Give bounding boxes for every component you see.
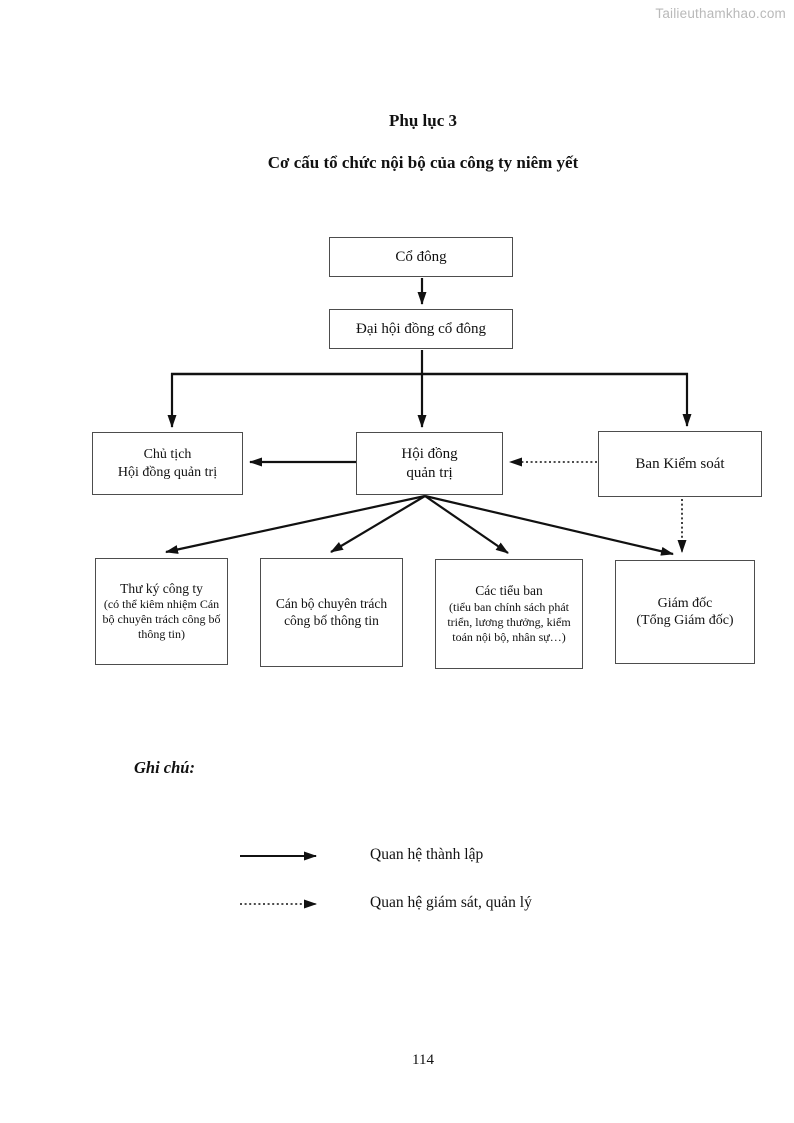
org-node-shareholders: Cổ đông — [329, 237, 513, 277]
org-node-sublabel: (Tổng Giám đốc) — [636, 613, 734, 628]
legend-item-dotted-label: Quan hệ giám sát, quản lý — [370, 894, 532, 911]
arrow-hoidong-to-cactieuban — [424, 495, 509, 554]
org-node-label-line2: Hội đồng quản trị — [117, 464, 218, 480]
org-node-sublabel: (tiểu ban chính sách phát triển, lương t… — [447, 599, 571, 644]
appendix-title: Phụ lục 3 — [388, 111, 458, 130]
org-node-board-of-directors: Hội đồng quản trị — [356, 432, 503, 495]
org-node-supervisory-board: Ban Kiểm soát — [598, 431, 762, 497]
org-node-director-general: Giám đốc (Tổng Giám đốc) — [615, 560, 755, 664]
org-node-label: Đại hội đồng cổ đông — [356, 320, 486, 337]
org-node-label: Hội đồng — [401, 445, 458, 462]
page-title: Cơ cấu tổ chức nội bộ của công ty niêm y… — [267, 153, 579, 172]
org-node-label: Chủ tịch — [143, 447, 192, 462]
arrow-hoidong-to-canbo — [330, 495, 426, 553]
legend-heading: Ghi chú: — [134, 758, 195, 777]
org-node-disclosure-officer: Cán bộ chuyên trách công bố thông tin — [260, 558, 403, 667]
arrow-hoidong-to-giamdoc — [424, 494, 674, 556]
org-node-label: Ban Kiểm soát — [635, 455, 725, 472]
org-node-company-secretary: Thư ký công ty (có thể kiêm nhiệm Cán bộ… — [95, 558, 228, 665]
org-node-general-meeting: Đại hội đồng cổ đông — [329, 309, 513, 349]
arrow-hoidong-to-thuky — [165, 494, 426, 554]
org-node-sublabel: (có thể kiêm nhiệm Cán bộ chuyên trách c… — [102, 597, 221, 642]
org-node-label: Cổ đông — [395, 248, 447, 265]
org-node-bod-chairman: Chủ tịch Hội đồng quản trị — [92, 432, 243, 495]
page-number: 114 — [412, 1052, 434, 1068]
org-node-label: Cán bộ chuyên trách công bố thông tin — [275, 595, 388, 628]
legend-item-solid-label: Quan hệ thành lập — [370, 846, 484, 863]
org-node-label: Giám đốc — [657, 595, 713, 611]
watermark: Tailieuthamkhao.com — [655, 6, 786, 21]
org-node-label: Thư ký công ty — [120, 580, 203, 596]
org-node-label: Các tiểu ban — [475, 583, 543, 599]
org-node-label-line2: quản trị — [406, 464, 453, 481]
org-node-subcommittees: Các tiểu ban (tiểu ban chính sách phát t… — [435, 559, 583, 669]
